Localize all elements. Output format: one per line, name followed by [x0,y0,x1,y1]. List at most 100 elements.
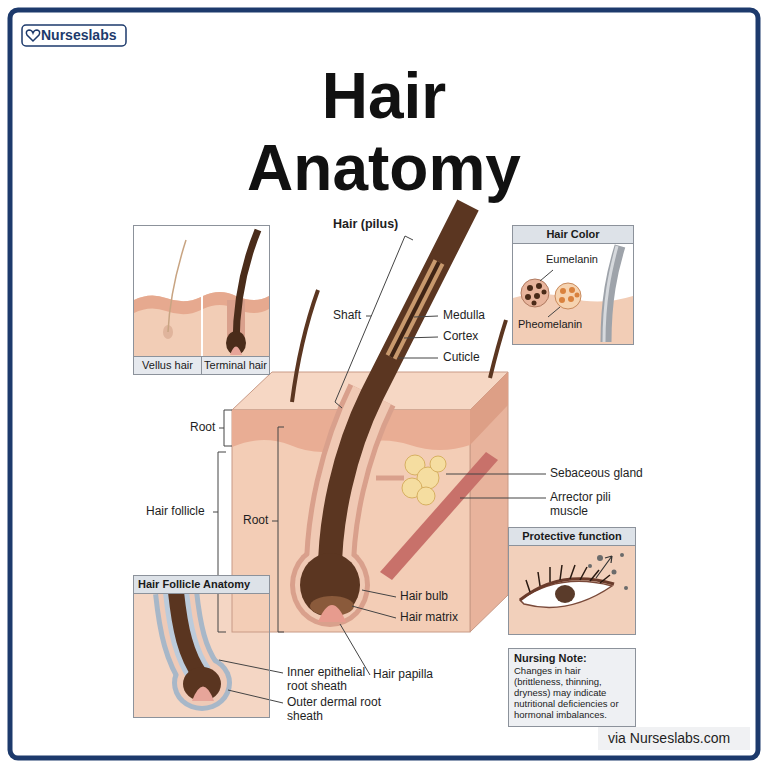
sebaceous-gland [430,456,446,472]
brackets-and-leaders [219,428,224,429]
hair-color-illustration [521,279,549,307]
part-label: Eumelanin [546,253,598,266]
hair-color-illustration [542,290,547,295]
sebaceous-gland [376,455,446,505]
skin-block [470,372,508,445]
arrector-pili-muscle [380,452,498,580]
brackets-and-leaders [352,606,396,618]
source-credit: via Nurseslabs.com [608,730,730,746]
inset-box: Vellus hairTerminal hair [133,225,270,375]
brackets-and-leaders [460,498,546,499]
part-label: Cuticle [443,351,480,365]
brackets-and-leaders [398,358,438,359]
hair-follicle [295,548,365,622]
eyelash-illustration [596,556,612,578]
follicle-inset-illustration [183,667,221,701]
brackets-and-leaders [213,236,546,675]
part-label: Medulla [443,309,485,323]
eyelash-illustration [509,545,635,634]
vellus-terminal-illustration [201,226,203,358]
eyelash-illustration [555,585,575,603]
brackets-and-leaders [362,590,396,597]
eyelash-illustration [612,570,617,575]
brackets-and-leaders [278,427,284,632]
follicle-inset-illustration [176,592,200,675]
brackets-and-leaders [272,521,278,522]
vellus-terminal-illustration [134,295,201,314]
vellus-terminal-illustration [236,230,258,345]
hair-color-illustration [569,287,575,293]
part-label: Sebaceous gland [550,467,643,481]
note-box: Nursing Note:Changes in hair (brittlenes… [508,648,636,727]
hair-color-illustration [548,307,560,317]
hair-shaft [330,205,468,585]
hair-color-illustration [555,283,581,309]
part-label: Hair matrix [400,611,458,625]
box-heading: Hair Color [513,226,633,244]
hair-color-illustration [534,293,540,299]
page-frame [10,10,758,758]
part-label: Inner epithelial root sheath [287,666,387,694]
brackets-and-leaders [366,316,371,317]
skin-block [470,372,508,632]
caption-text: Vellus hair [134,357,201,374]
brackets-and-leaders [224,410,232,446]
caption-text: Terminal hair [201,357,269,374]
part-label: Hair papilla [373,668,433,682]
part-label: Root [243,514,268,528]
hair-color-illustration [559,297,565,303]
inset-box: Hair ColorEumelaninPheomelanin [512,225,634,345]
brackets-and-leaders [414,316,438,317]
title-text: Hair Anatomy [204,60,564,204]
sebaceous-gland [376,476,404,481]
small-hairs [490,320,506,378]
part-label: Hair (pilus) [333,217,398,231]
follicle-inset-illustration [228,690,283,703]
hair-color-illustration [575,293,580,298]
part-label: Root [190,421,215,435]
hair-shaft [391,262,439,357]
note-body: Changes in hair (brittleness, thinning, … [509,665,635,724]
hair-color-illustration [527,285,533,291]
logo-text: Nurseslabs [41,27,116,43]
small-hairs [292,290,318,402]
brackets-and-leaders [218,452,226,632]
source-badge [598,727,750,750]
sebaceous-gland [417,487,435,505]
hair-color-illustration [525,294,531,300]
logo-badge [26,30,39,41]
hair-color-illustration [560,288,566,294]
eyelash-illustration [509,545,635,634]
vellus-terminal-illustration [134,226,269,358]
hair-color-illustration [536,283,542,289]
vellus-terminal-illustration [230,347,242,356]
logo-badge [22,25,126,46]
hair-shaft [391,262,439,357]
caption-bar: Vellus hairTerminal hair [134,356,269,374]
source-badge [598,727,750,750]
box-heading: Protective function [509,528,635,546]
brackets-and-leaders [404,337,438,338]
brackets-and-leaders [446,474,546,475]
page-frame [10,10,758,758]
part-label: Outer dermal root sheath [287,696,387,724]
eyelash-illustration [620,553,624,557]
part-label: Shaft [333,309,361,323]
arrector-pili-muscle [380,452,498,580]
part-label: Pheomelanin [518,318,582,331]
hair-color-illustration [540,270,553,281]
part-label: Hair follicle [146,505,205,519]
hair-follicle [290,543,370,627]
brackets-and-leaders [213,512,218,513]
part-label: Hair bulb [400,590,448,604]
hair-shaft [300,205,468,622]
inset-box: Protective function [508,527,636,635]
inset-box: Hair Follicle Anatomy [133,575,270,718]
eyelash-illustration [597,555,603,561]
vellus-terminal-illustration [226,331,246,355]
eyelash-illustration [526,565,610,592]
follicle-inset-illustration [192,687,214,702]
eyelash-illustration [520,579,614,600]
hair-color-illustration [532,301,537,306]
